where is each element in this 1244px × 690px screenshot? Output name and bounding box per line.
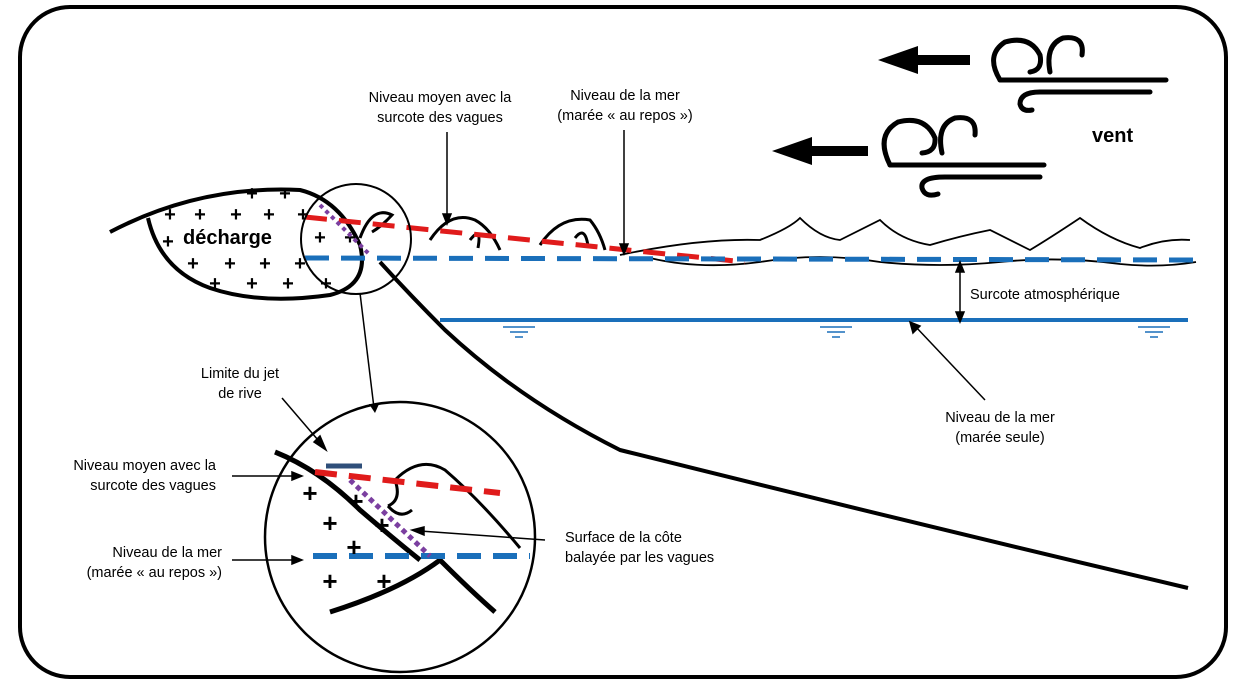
plus-sign-icon: + [246,273,258,295]
plus-sign-icon: + [194,204,206,226]
plus-sign-icon: + [224,253,236,275]
wind-swirl-icon [881,115,1047,198]
plus-sign-icon: + [346,532,361,562]
plus-sign-icon: + [259,253,271,275]
diagram-frame [18,5,1228,679]
plus-sign-icon: + [282,273,294,295]
label-coast-surface-swept: Surface de la côte balayée par les vague… [565,530,715,566]
label-atmospheric-surge: Surcote atmosphérique [970,287,1120,303]
label-swash-limit: Limite du jet de rive [200,366,280,402]
landfill-plus-signs: + + + + + + + + + + + + + + + + + + [162,183,356,295]
plus-sign-icon: + [297,204,309,226]
water-level-symbol-icon [503,326,535,338]
inset-contents: + + + + + + + [274,449,530,615]
label-inset-mean-level-waves: Niveau moyen avec la surcote des vagues [73,458,216,494]
plus-sign-icon: + [322,508,337,538]
plus-sign-icon: + [246,183,258,205]
wind-arrow-icon [878,46,970,74]
plus-sign-icon: + [162,231,174,253]
water-level-symbol-icon [1138,326,1170,338]
label-sea-level-rest: Niveau de la mer (marée « au repos ») [557,88,693,124]
zoom-inset-circle [263,400,537,674]
label-landfill: décharge [183,227,272,249]
plus-sign-icon: + [344,227,356,249]
label-mean-level-waves: Niveau moyen avec la surcote des vagues [368,90,512,126]
plus-sign-icon: + [187,253,199,275]
label-inset-sea-level-rest: Niveau de la mer (marée « au repos ») [86,545,222,581]
plus-sign-icon: + [209,273,221,295]
plus-sign-icon: + [164,204,176,226]
plus-sign-icon: + [320,273,332,295]
landfill-outline [109,187,364,301]
sea-surface-waves [619,216,1197,267]
zoom-connector-line [359,292,375,409]
water-level-symbol-icon [820,326,852,338]
wind-arrow-icon [772,137,868,165]
plus-sign-icon: + [314,227,326,249]
label-sea-level-tide-only: Niveau de la mer (marée seule) [945,410,1055,446]
plus-sign-icon: + [263,204,275,226]
coastline-profile [378,260,1189,590]
wave-setup-level-line [304,214,746,265]
callout-arrows [232,130,986,566]
plus-sign-icon: + [294,253,306,275]
plus-sign-icon: + [376,566,391,596]
plus-sign-icon: + [230,204,242,226]
plus-sign-icon: + [322,566,337,596]
swash-limit-line [318,203,372,257]
zoom-source-circle [300,183,412,295]
label-wind: vent [1092,125,1134,147]
plus-sign-icon: + [374,510,389,540]
zoom-connector-arrowhead [369,404,379,413]
plus-sign-icon: + [279,183,291,205]
sea-level-rest-line [304,255,1197,263]
plus-sign-icon: + [348,486,363,516]
plus-sign-icon: + [302,478,317,508]
wind-swirl-icon [991,35,1169,113]
